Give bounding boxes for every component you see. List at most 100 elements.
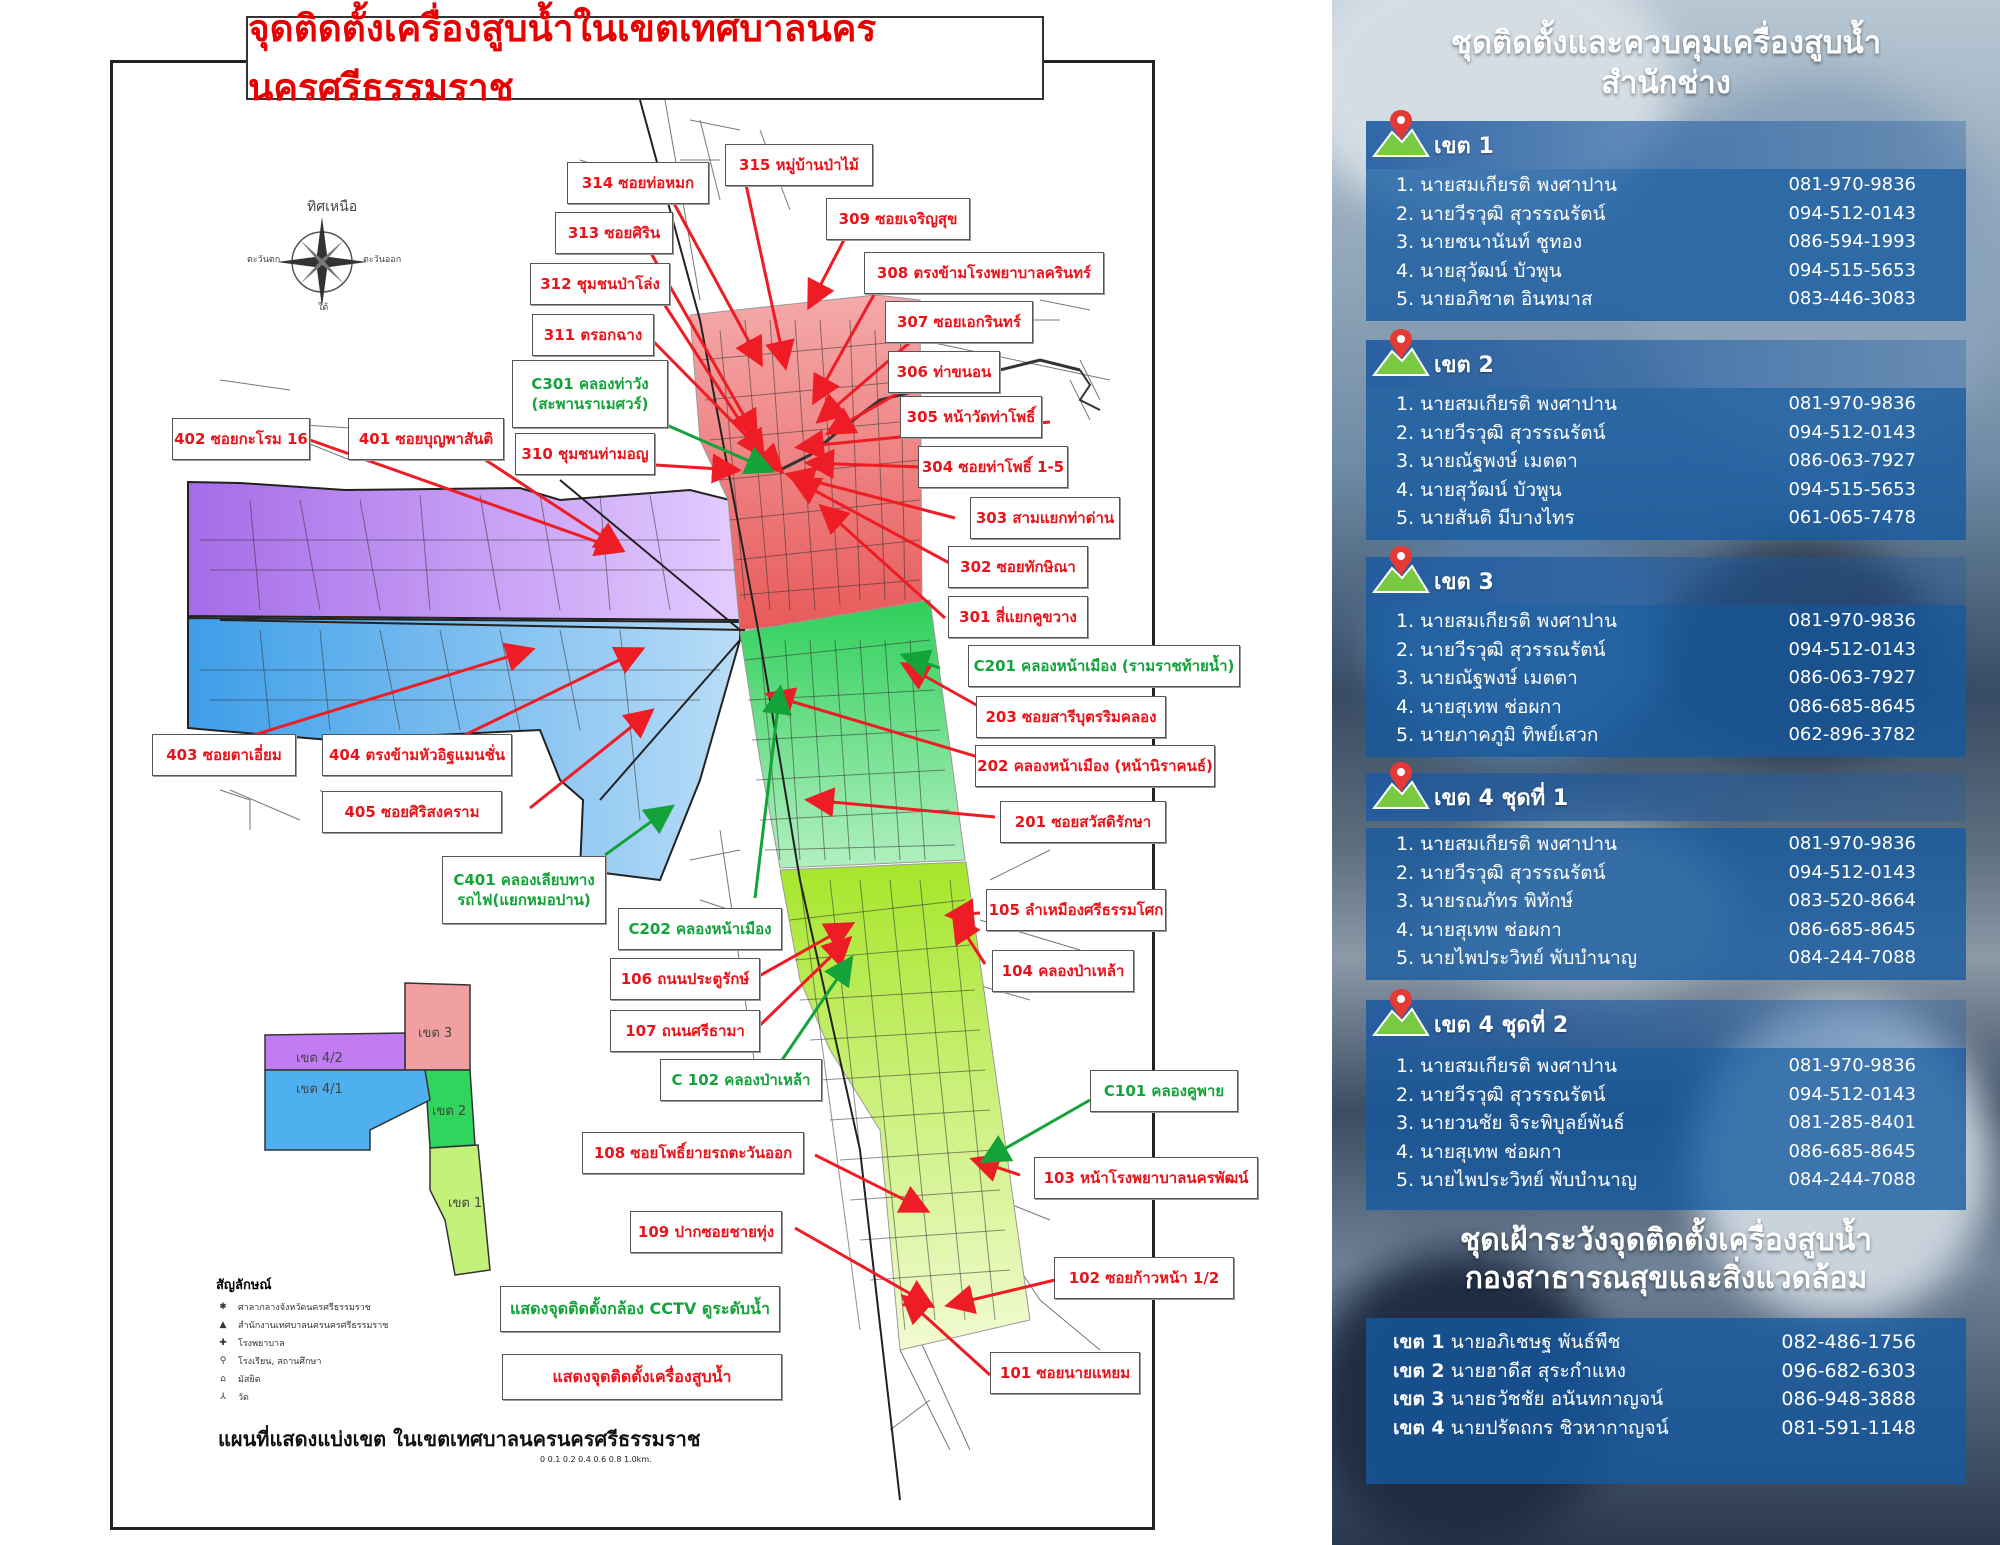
map-label-107: 107 ถนนศรีธามา — [610, 1010, 760, 1052]
district-map — [187, 99, 1111, 1501]
member-row: 3. นายรณภัทร พิทักษ์083-520-8664 — [1396, 890, 1916, 913]
map-label-306: 306 ท่าขนอน — [888, 351, 1000, 393]
map-label-308: 308 ตรงข้ามโรงพยาบาลครินทร์ — [864, 252, 1104, 294]
map-label-405: 405 ซอยศิริสงคราม — [322, 791, 502, 833]
map-pin-icon — [1372, 989, 1430, 1036]
main-road — [639, 99, 901, 1501]
zone-1-area — [779, 861, 1031, 1351]
map-label-105: 105 ลำเหมืองศรีธรรมโศก — [986, 889, 1166, 931]
map-pin-icon — [1372, 110, 1430, 157]
contact-panel: ชุดติดตั้งและควบคุมเครื่องสูบน้ำ สำนักช่… — [1332, 0, 2000, 1545]
inset-zone-map — [264, 982, 491, 1276]
inset-zone3-label: เขต 3 — [418, 1026, 453, 1041]
map-panel: จุดติดตั้งเครื่องสูบน้ำในเขตเทศบาลนครนคร… — [110, 7, 1258, 1530]
map-label-402: 402 ซอยกะโรม 16 — [172, 418, 310, 460]
river-bend — [1078, 369, 1101, 411]
map-label-403: 403 ซอยตาเอี่ยม — [152, 734, 296, 776]
map-label-103: 103 หน้าโรงพยาบาลนครพัฒน์ — [1034, 1157, 1258, 1199]
member-row: 2. นายวีรวุฒิ สุวรรณรัตน์094-512-0143 — [1396, 421, 1916, 444]
compass-east: ตะวันออก — [363, 255, 402, 265]
member-row: 3. นายวนชัย จิระพิบูลย์พันธ์081-285-8401 — [1396, 1112, 1916, 1135]
map-label-203: 203 ซอยสารีบุตรริมคลอง — [976, 696, 1166, 738]
legend-item: ▲สำนักงานเทศบาลนครนครศรีธรรมราช — [219, 1320, 389, 1331]
compass-north: ทิศเหนือ — [307, 199, 358, 215]
zone-heading: เขต 3 — [1366, 557, 1966, 605]
zone-heading: เขต 4 ชุดที่ 1 — [1366, 773, 1966, 821]
scale-bar: 0 0.1 0.2 0.4 0.6 0.8 1.0km. — [540, 1455, 652, 1464]
map-pin-icon — [1372, 329, 1430, 376]
map-label-c401: C401 คลองเลียบทาง รถไฟ(แยกหมอปาน) — [442, 856, 606, 924]
map-label-303: 303 สามแยกท่าด่าน — [970, 497, 1120, 539]
map-label-202: 202 คลองหน้าเมือง (หน้านิราคนธ์) — [975, 745, 1215, 787]
map-label-312: 312 ชุมชนป่าโล่ง — [530, 263, 670, 305]
compass-rose — [277, 217, 367, 307]
zone-heading: เขต 1 — [1366, 121, 1966, 169]
map-title: จุดติดตั้งเครื่องสูบน้ำในเขตเทศบาลนครนคร… — [246, 7, 1044, 109]
inset-zone2-label: เขต 2 — [432, 1104, 467, 1119]
watch-row: เขต 3 นายธวัชชัย อนันทกาญจน์086-948-3888 — [1393, 1388, 1916, 1411]
map-label-102: 102 ซอยก้าวหน้า 1/2 — [1054, 1257, 1234, 1299]
legend-item: ⌂มัสยิด — [220, 1374, 261, 1385]
legend-item: ✱ศาลากลางจังหวัดนครศรีธรรมราช — [219, 1302, 371, 1313]
map-label-108: 108 ซอยโพธิ์ยายรถตะวันออก — [582, 1132, 804, 1174]
map-pin-icon — [1372, 546, 1430, 593]
map-label-315: 315 หมู่บ้านป่าไม้ — [725, 144, 873, 186]
map-caption: แผนที่แสดงแบ่งเขต ในเขตเทศบาลนครนครศรีธร… — [218, 1427, 701, 1451]
zone-4-2-area — [187, 480, 742, 622]
map-label-c201: C201 คลองหน้าเมือง (รามราชท้ายน้ำ) — [968, 645, 1240, 687]
inset-zone41-label: เขต 4/1 — [296, 1082, 343, 1097]
member-row: 2. นายวีรวุฒิ สุวรรณรัตน์094-512-0143 — [1396, 638, 1916, 661]
inset-zone1-label: เขต 1 — [448, 1196, 483, 1211]
map-label-309: 309 ซอยเจริญสุข — [826, 198, 970, 240]
map-label-404: 404 ตรงข้ามหัวอิฐแมนชั่น — [322, 734, 512, 776]
map-label-101: 101 ซอยนายแหยม — [990, 1352, 1140, 1394]
map-label-314: 314 ซอยท่อหมก — [567, 162, 709, 204]
map-label-c202: C202 คลองหน้าเมือง — [618, 908, 782, 950]
cctv-arrows — [604, 418, 1091, 1163]
zone-boundaries — [219, 479, 746, 801]
legend-item: ⚲โรงเรียน, สถานศึกษา — [219, 1356, 322, 1367]
map-label-301: 301 สี่แยกคูขวาง — [948, 596, 1088, 638]
legend-pump: แสดงจุดติดตั้งเครื่องสูบน้ำ — [502, 1354, 782, 1400]
zone-heading: เขต 2 — [1366, 340, 1966, 388]
map-label-c102: C 102 คลองป่าเหล้า — [660, 1059, 822, 1101]
zone-heading: เขต 4 ชุดที่ 2 — [1366, 1000, 1966, 1048]
legend-cctv: แสดงจุดติดตั้งกล้อง CCTV ดูระดับน้ำ — [500, 1286, 780, 1332]
legend-title: สัญลักษณ์ — [216, 1278, 272, 1293]
inset-zone42-label: เขต 4/2 — [296, 1051, 343, 1066]
map-label-311: 311 ตรอกฉาง — [532, 314, 654, 356]
compass-west: ตะวันตก — [247, 255, 281, 265]
map-label-302: 302 ซอยทักษิณา — [948, 546, 1088, 588]
map-label-106: 106 ถนนประตูรักษ์ — [610, 958, 760, 1000]
map-label-310: 310 ชุมชนท่ามอญ — [515, 433, 655, 475]
map-label-c301: C301 คลองท่าวัง (สะพานราเมศวร์) — [512, 360, 668, 428]
map-label-104: 104 คลองป่าเหล้า — [992, 950, 1134, 992]
map-label-c101: C101 คลองคูพาย — [1090, 1070, 1238, 1112]
map-label-201: 201 ซอยสวัสดิรักษา — [1000, 801, 1166, 843]
map-label-304: 304 ซอยท่าโพธิ์ 1-5 — [918, 446, 1068, 488]
map-label-305: 305 หน้าวัดท่าโพธิ์ — [900, 396, 1042, 438]
legend-item: ✚โรงพยาบาล — [219, 1338, 285, 1349]
watch-row: เขต 4 นายปรัตถกร ชิวหากาญจน์081-591-1148 — [1393, 1416, 1916, 1439]
member-row: 2. นายวีรวุฒิ สุวรรณรัตน์094-512-0143 — [1396, 861, 1916, 884]
panel-title: ชุดติดตั้งและควบคุมเครื่องสูบน้ำ สำนักช่… — [1450, 25, 1882, 101]
member-row: 2. นายวีรวุฒิ สุวรรณรัตน์094-512-0143 — [1396, 1083, 1916, 1106]
